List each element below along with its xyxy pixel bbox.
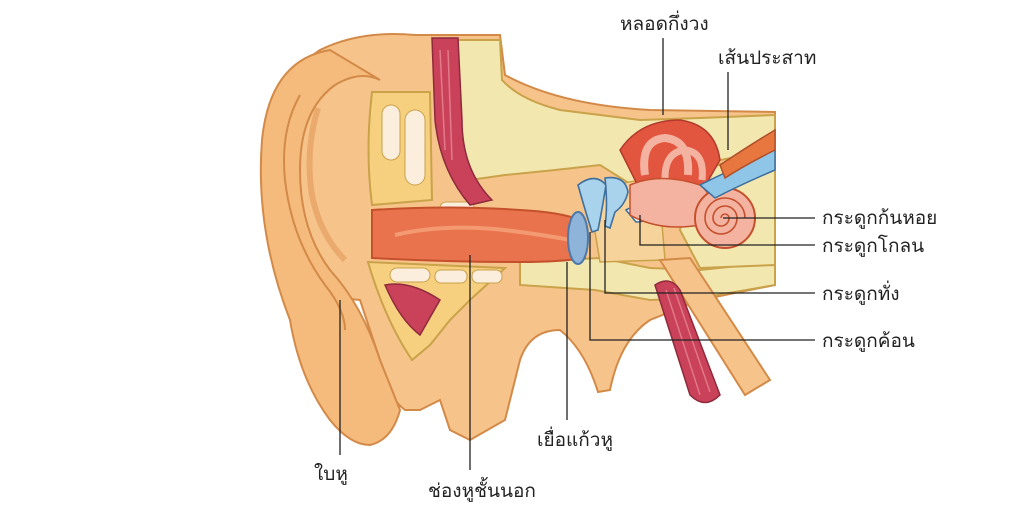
label-ear-canal: ช่องหูชั้นนอก <box>428 477 536 502</box>
incus-shape <box>604 176 629 230</box>
ear-canal-highlight <box>394 225 571 242</box>
cartilage-piece <box>389 267 431 283</box>
cartilage-piece <box>434 269 468 284</box>
label-pinna: ใบหู <box>314 463 348 485</box>
label-malleus: กระดูกค้อน <box>822 330 915 352</box>
pinna-inner-fold <box>283 94 346 331</box>
semicircular-canal <box>661 146 706 181</box>
leader-malleus <box>589 232 815 341</box>
muscle-fiber <box>439 49 453 161</box>
nerve-tissue <box>719 128 776 180</box>
semicircular-canal <box>640 133 693 176</box>
cartilage-piece <box>471 269 503 284</box>
auditory-nerve <box>698 148 776 199</box>
upper-muscle <box>431 37 494 206</box>
label-stapes: กระดูกโกลน <box>822 234 924 257</box>
eustachian-tube <box>658 256 772 397</box>
malleus-shape <box>577 177 607 234</box>
leader-stapes <box>639 215 815 246</box>
pinna-shape <box>259 48 402 447</box>
label-nerve: เส้นประสาท <box>718 47 816 69</box>
label-semicircular-canals: หลอดกึ่งวง <box>620 10 709 35</box>
eardrum-shape <box>567 211 589 265</box>
label-eardrum: เยื่อแก้วหู <box>537 426 613 451</box>
cartilage-piece <box>404 109 426 186</box>
cartilage-piece <box>381 104 401 161</box>
label-incus: กระดูกทั่ง <box>822 280 900 305</box>
lower-muscle <box>383 283 441 337</box>
leader-incus <box>604 220 815 294</box>
label-cochlea: กระดูกก้นหอย <box>822 207 937 229</box>
pinna-helix-shadow <box>306 107 348 263</box>
